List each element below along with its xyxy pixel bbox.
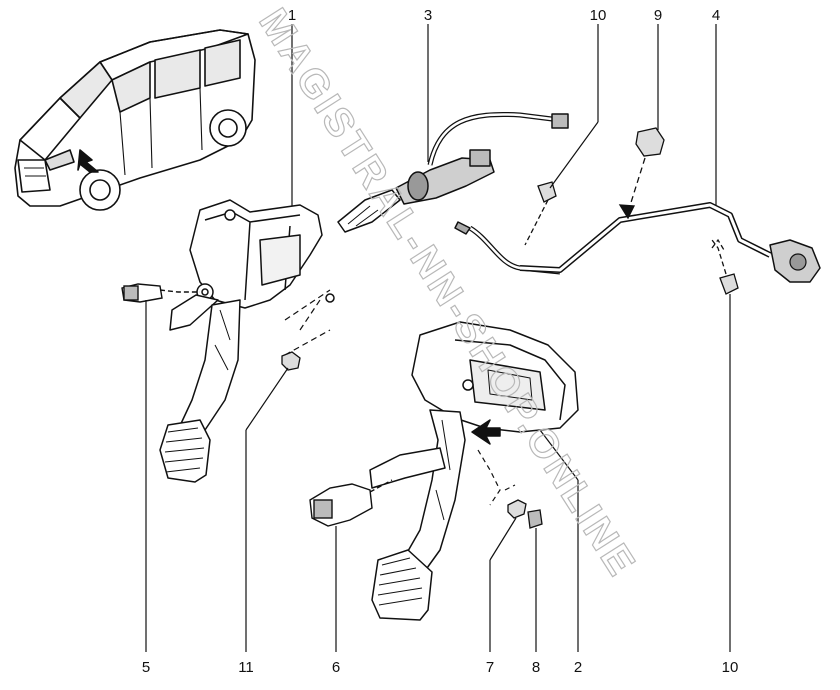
vehicle-illustration bbox=[14, 29, 256, 211]
callout-10-bottom: 10 bbox=[722, 659, 739, 676]
pipe-clip-lower bbox=[711, 238, 739, 295]
clutch-pedal-switch bbox=[309, 479, 393, 527]
callout-1: 1 bbox=[288, 7, 296, 24]
callout-labels: 1 3 10 9 4 5 11 6 7 8 2 10 bbox=[142, 7, 739, 676]
callout-8: 8 bbox=[532, 659, 540, 676]
pipe-retainer-clip bbox=[618, 127, 665, 220]
brake-light-switch bbox=[121, 283, 200, 303]
clutch-pedal-assembly bbox=[369, 321, 579, 621]
callout-9: 9 bbox=[654, 7, 662, 24]
callout-3: 3 bbox=[424, 7, 432, 24]
callout-6: 6 bbox=[332, 659, 340, 676]
pedal-assembly-left bbox=[159, 199, 335, 483]
callout-4: 4 bbox=[712, 7, 720, 24]
callout-7: 7 bbox=[486, 659, 494, 676]
clutch-hydraulic-pipe bbox=[519, 202, 821, 283]
pipe-clip-upper bbox=[524, 181, 557, 246]
callout-5: 5 bbox=[142, 659, 150, 676]
pivot-pin bbox=[507, 499, 527, 519]
leader-lines bbox=[145, 24, 731, 652]
callout-2: 2 bbox=[574, 659, 582, 676]
nut-part bbox=[281, 351, 301, 371]
retaining-clip bbox=[527, 509, 543, 529]
callout-10-top: 10 bbox=[590, 7, 607, 24]
callout-11: 11 bbox=[238, 659, 254, 676]
clutch-master-cylinder bbox=[337, 111, 569, 275]
